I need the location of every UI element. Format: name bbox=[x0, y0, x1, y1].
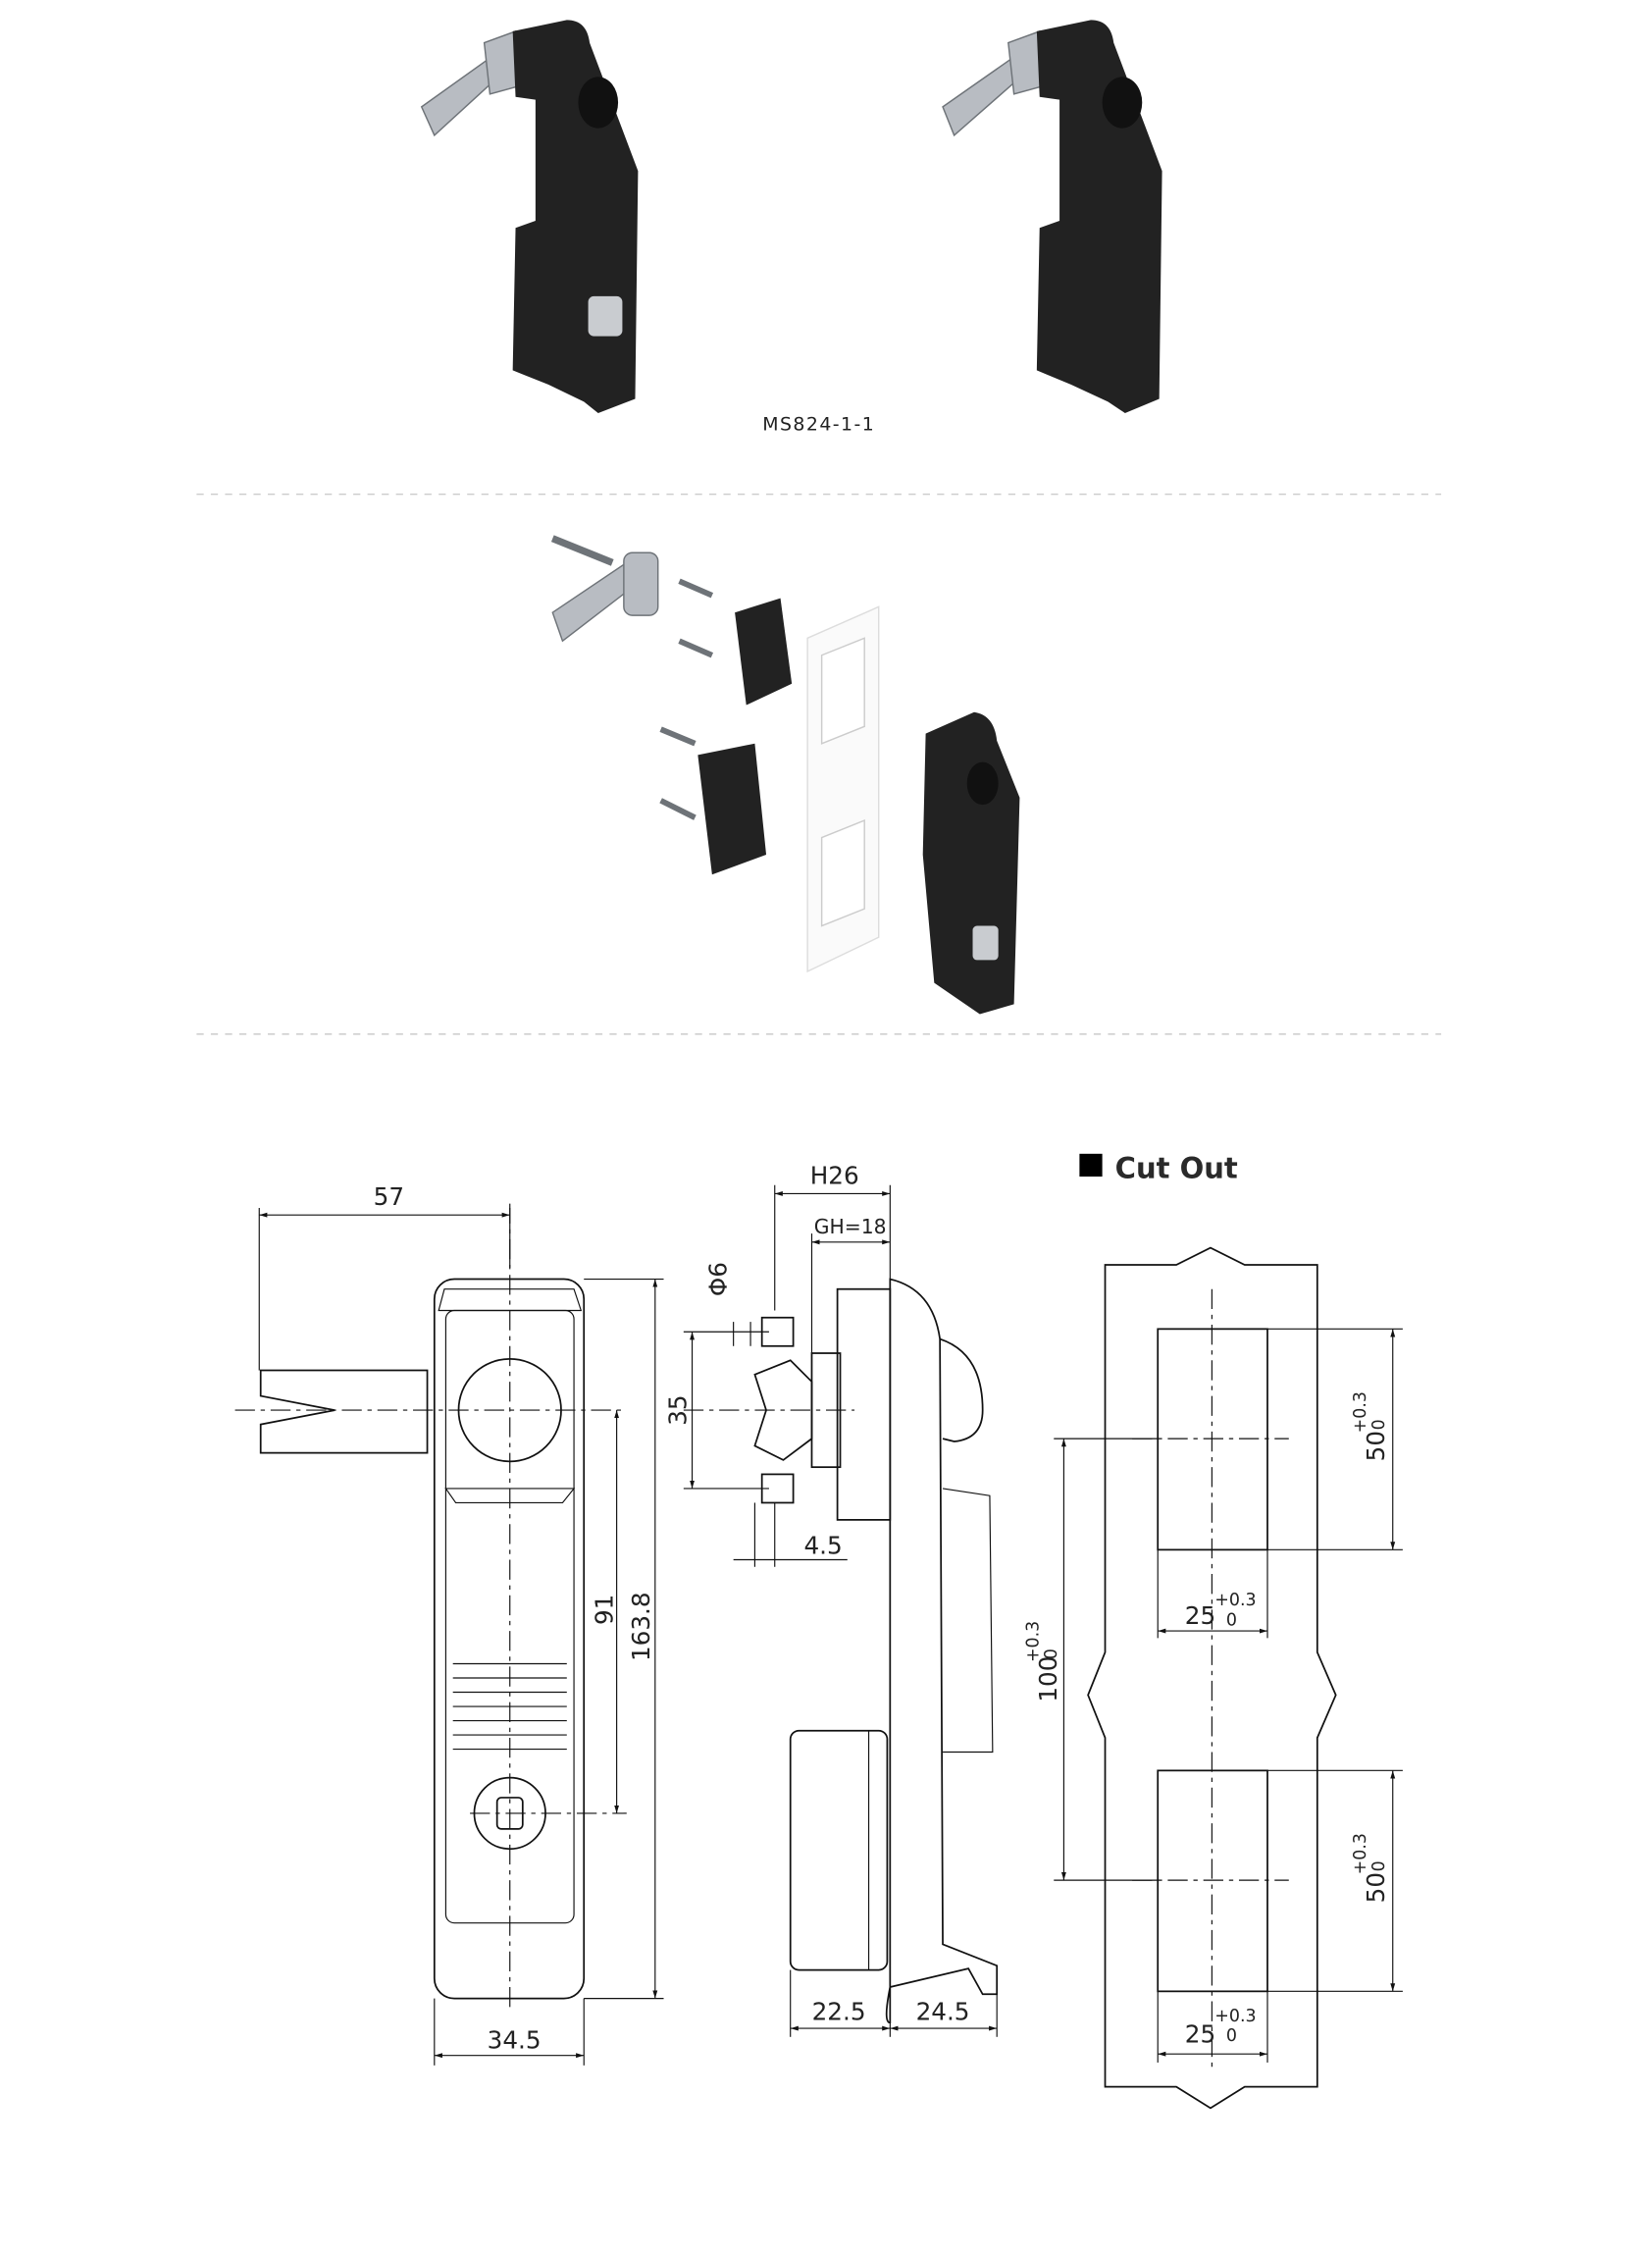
tol-upper: +0.3 bbox=[1351, 1833, 1370, 1874]
dim-handle-reach: 57 bbox=[374, 1182, 404, 1211]
tol-upper: +0.3 bbox=[1214, 2007, 1256, 2026]
side-view-drawing: H26 GH=18 Φ6 35 4.5 22.5 24.5 bbox=[664, 1161, 999, 2037]
tol-upper: +0.3 bbox=[1351, 1391, 1370, 1433]
cutout-drawing: Cut Out 50 +0.3 0 50 +0.3 0 100 +0.3 0 bbox=[1023, 1151, 1403, 2110]
key-lock-icon bbox=[588, 295, 623, 337]
tol-lower: 0 bbox=[1226, 1610, 1237, 1630]
dim-offset: 4.5 bbox=[803, 1532, 842, 1560]
dim-cam-height: 35 bbox=[664, 1394, 693, 1425]
dim-h: H26 bbox=[810, 1161, 859, 1189]
dim-overall-height: 163.8 bbox=[627, 1592, 655, 1661]
dim-hole-spacing: 91 bbox=[590, 1595, 618, 1625]
dim-depth-front: 24.5 bbox=[916, 1997, 970, 2025]
dim-depth-rear: 22.5 bbox=[812, 1997, 866, 2025]
dim-pitch: 100 bbox=[1034, 1656, 1062, 1702]
dim-slot-height: 50 bbox=[1362, 1431, 1390, 1461]
tol-lower: 0 bbox=[1369, 1860, 1389, 1871]
tol-lower: 0 bbox=[1226, 2026, 1237, 2046]
dim-slot-height: 50 bbox=[1362, 1872, 1390, 1903]
tol-upper: +0.3 bbox=[1214, 1591, 1256, 1610]
product-photo-without-lock bbox=[942, 20, 1162, 413]
dim-phi: Φ6 bbox=[703, 1262, 732, 1296]
square-bullet-icon bbox=[1079, 1153, 1103, 1178]
cutout-title: Cut Out bbox=[1115, 1151, 1238, 1184]
tol-upper: +0.3 bbox=[1023, 1621, 1043, 1662]
dim-gh: GH=18 bbox=[814, 1215, 887, 1238]
dim-slot-width: 25 bbox=[1185, 2020, 1215, 2049]
product-photo-with-lock: MS824-1-1 bbox=[420, 20, 875, 435]
tol-lower: 0 bbox=[1042, 1649, 1061, 1659]
front-view-drawing: 57 91 163.8 34.5 bbox=[234, 1182, 664, 2066]
exploded-view bbox=[550, 535, 1020, 1015]
tol-lower: 0 bbox=[1369, 1419, 1389, 1430]
model-label: MS824-1-1 bbox=[762, 413, 875, 435]
dim-width: 34.5 bbox=[488, 2025, 542, 2054]
dim-slot-width: 25 bbox=[1185, 1601, 1215, 1630]
